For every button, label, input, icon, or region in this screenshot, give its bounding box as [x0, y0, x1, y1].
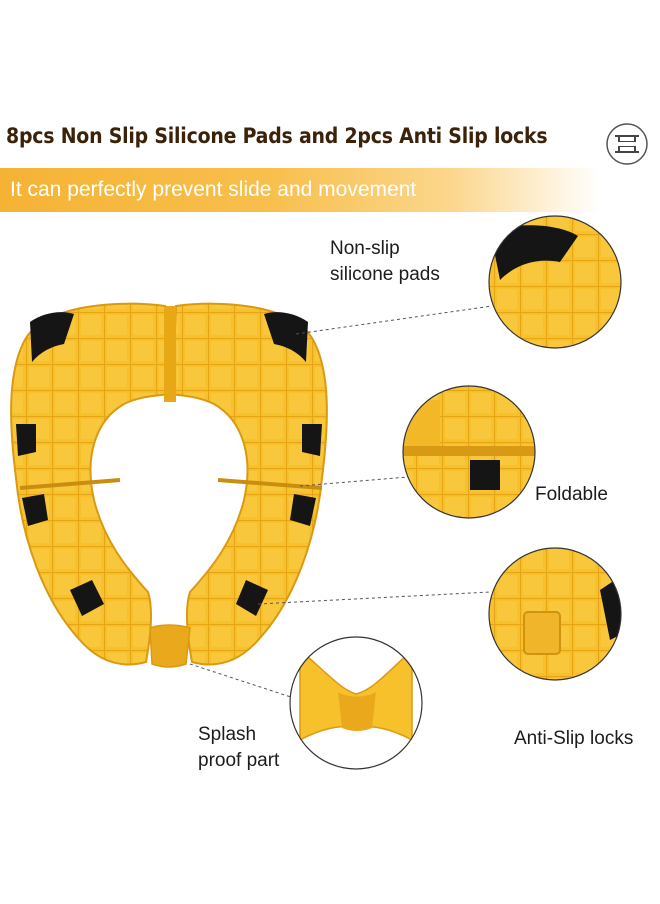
potty-seat: [10, 302, 328, 668]
detail-circle-locks: [488, 547, 622, 681]
detail-circle-foldable: [402, 385, 536, 519]
detail-circle-splash: [289, 636, 423, 770]
subheadline: It can perfectly prevent slide and movem…: [10, 178, 417, 201]
subheadline-banner: It can perfectly prevent slide and movem…: [0, 168, 600, 212]
callout-pads-line2: silicone pads: [330, 264, 440, 285]
callout-splash-line2: proof part: [198, 750, 280, 771]
headline: 8pcs Non Slip Silicone Pads and 2pcs Ant…: [6, 124, 548, 148]
brand-logo: [606, 123, 648, 165]
detail-circle-pads: [488, 215, 622, 349]
callout-pads-line1: Non-slip: [330, 238, 400, 259]
callout-foldable: Foldable: [535, 484, 608, 505]
callout-pads: Non-slip silicone pads: [330, 236, 440, 288]
callout-splash-line1: Splash: [198, 724, 257, 745]
leader-lines: [189, 305, 493, 701]
seat-pads: [16, 312, 322, 616]
callout-locks: Anti-Slip locks: [514, 728, 634, 749]
seat-splash-guard: [149, 624, 191, 668]
callout-splash: Splash proof part: [198, 722, 279, 774]
